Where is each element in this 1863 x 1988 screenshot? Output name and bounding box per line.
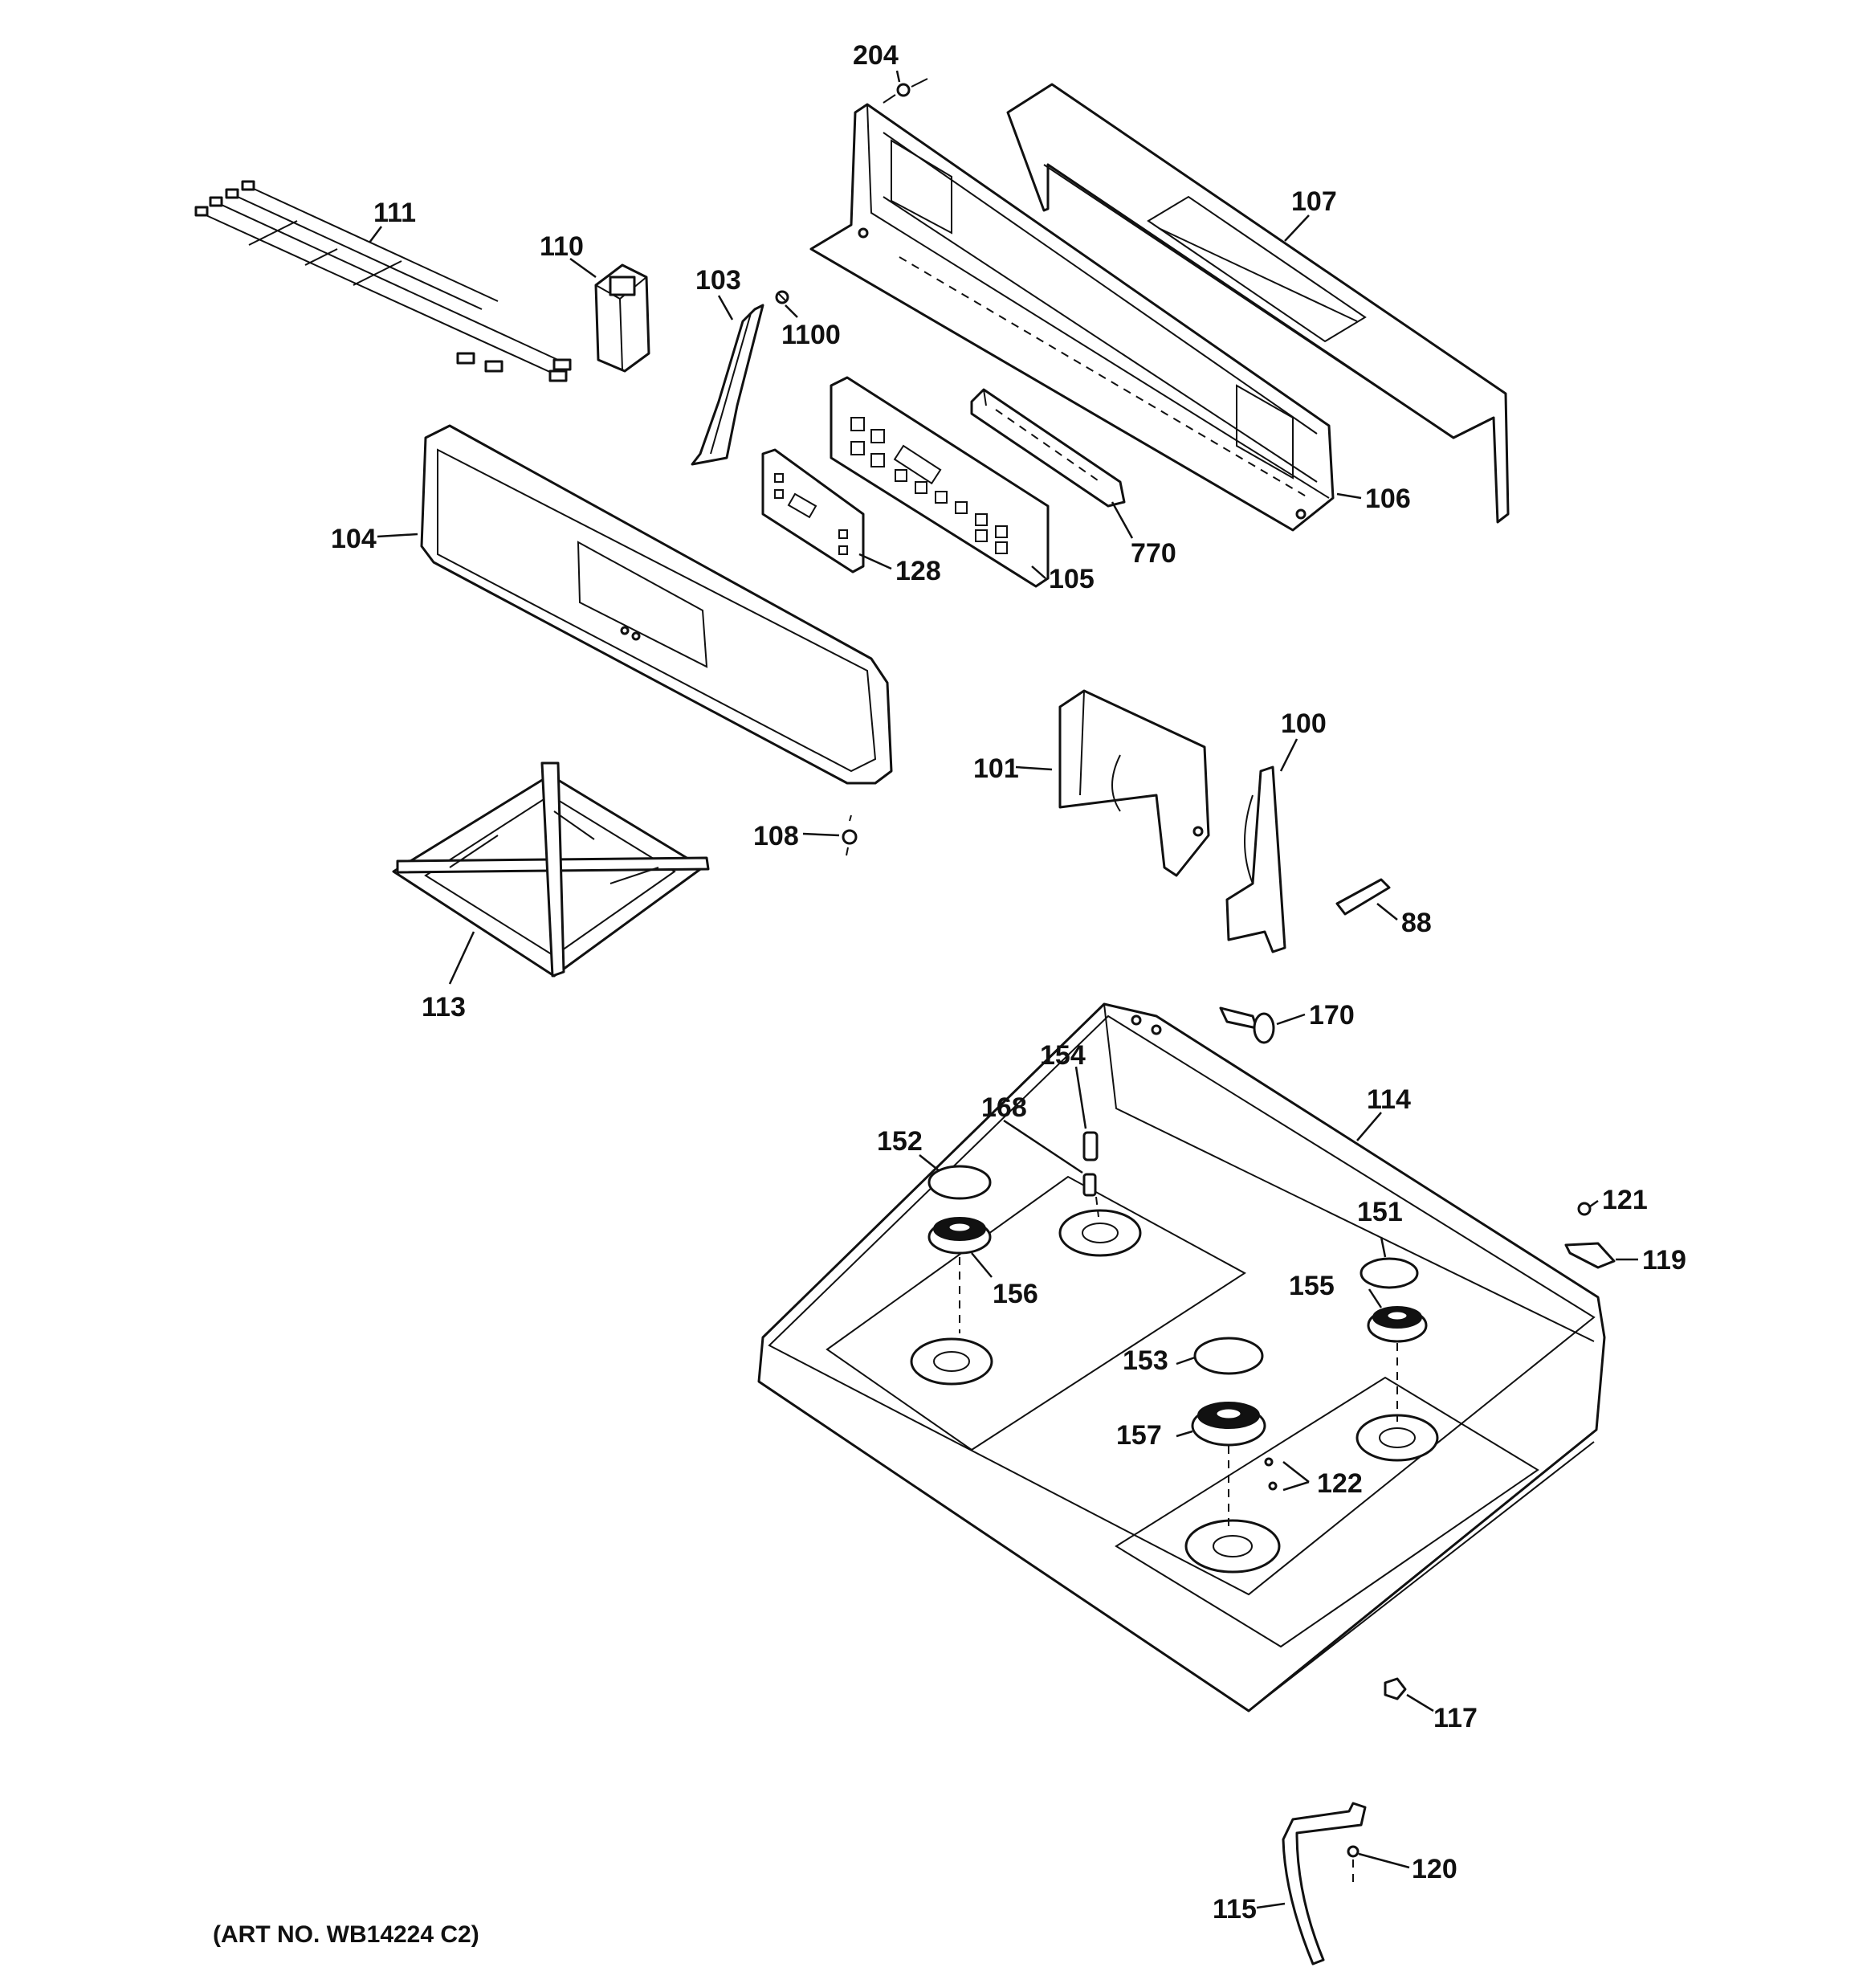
callout-117: 117	[1433, 1703, 1478, 1733]
part-770-control-bracket	[970, 388, 1126, 508]
part-113-burner-grate	[392, 761, 710, 978]
art-number: (ART NO. WB14224 C2)	[213, 1921, 479, 1948]
callout-111: 111	[373, 198, 416, 228]
part-101-bracket	[1058, 689, 1210, 877]
callout-153: 153	[1123, 1345, 1168, 1376]
callout-107: 107	[1291, 186, 1337, 217]
callout-156: 156	[993, 1279, 1038, 1309]
callout-103: 103	[695, 265, 741, 296]
part-120-screw	[1347, 1845, 1360, 1888]
part-119-bracket	[1564, 1242, 1616, 1269]
part-151-burner-cap	[1360, 1257, 1419, 1289]
part-100-side-bracket	[1225, 765, 1286, 953]
part-108-screw	[842, 814, 858, 856]
part-104-control-panel	[420, 424, 893, 785]
callout-121: 121	[1602, 1185, 1648, 1215]
callout-122: 122	[1317, 1468, 1363, 1499]
part-110-spark-module	[594, 263, 650, 373]
callout-128: 128	[895, 556, 941, 586]
callout-114: 114	[1367, 1084, 1411, 1115]
part-121-screw	[1577, 1202, 1592, 1216]
part-155-burner-head	[1367, 1306, 1428, 1343]
leader-lines	[369, 70, 1638, 1909]
part-204-screw	[883, 78, 928, 104]
callout-105: 105	[1049, 564, 1095, 594]
callout-108: 108	[753, 821, 799, 851]
callout-101: 101	[973, 753, 1019, 784]
part-152-burner-cap	[927, 1165, 992, 1200]
part-128-display-board	[761, 448, 865, 574]
callout-106: 106	[1365, 484, 1411, 514]
callout-110: 110	[540, 231, 584, 262]
callout-115: 115	[1213, 1894, 1257, 1925]
callout-119: 119	[1642, 1245, 1686, 1276]
callout-157: 157	[1116, 1420, 1162, 1451]
part-103-bracket	[691, 304, 764, 466]
callout-170: 170	[1309, 1000, 1355, 1031]
callout-labels: 204 107 111 110 103 1100 106 104 128 105…	[331, 40, 1686, 1925]
part-114-cooktop	[757, 1002, 1606, 1712]
callout-120: 120	[1412, 1854, 1457, 1884]
callout-104: 104	[331, 524, 377, 554]
part-1100-screw	[775, 290, 789, 304]
callout-113: 113	[422, 992, 466, 1023]
part-122-screws	[1264, 1457, 1278, 1491]
part-170-screw	[1219, 1006, 1275, 1044]
callout-1100: 1100	[781, 320, 841, 350]
callout-151: 151	[1357, 1197, 1403, 1227]
part-115-rod	[1282, 1802, 1367, 1966]
part-105-control-board	[830, 376, 1050, 588]
callout-770: 770	[1131, 538, 1176, 569]
part-168-electrode	[1082, 1173, 1097, 1197]
callout-204: 204	[853, 40, 899, 71]
part-117-nut	[1384, 1677, 1407, 1700]
callout-154: 154	[1040, 1040, 1086, 1071]
callout-100: 100	[1281, 708, 1327, 739]
callout-88: 88	[1401, 908, 1432, 938]
part-107-top-cover	[1006, 83, 1510, 524]
part-156-burner-head	[927, 1217, 992, 1255]
part-111-wire-harness	[194, 180, 572, 382]
part-88-clip	[1335, 878, 1391, 916]
part-153-burner-cap	[1193, 1337, 1264, 1375]
part-154-electrode	[1082, 1131, 1099, 1161]
callout-155: 155	[1289, 1271, 1335, 1301]
callout-152: 152	[877, 1126, 923, 1157]
part-157-burner-head	[1191, 1402, 1266, 1447]
callout-168: 168	[981, 1092, 1027, 1123]
part-106-backsplash-panel	[809, 103, 1335, 532]
